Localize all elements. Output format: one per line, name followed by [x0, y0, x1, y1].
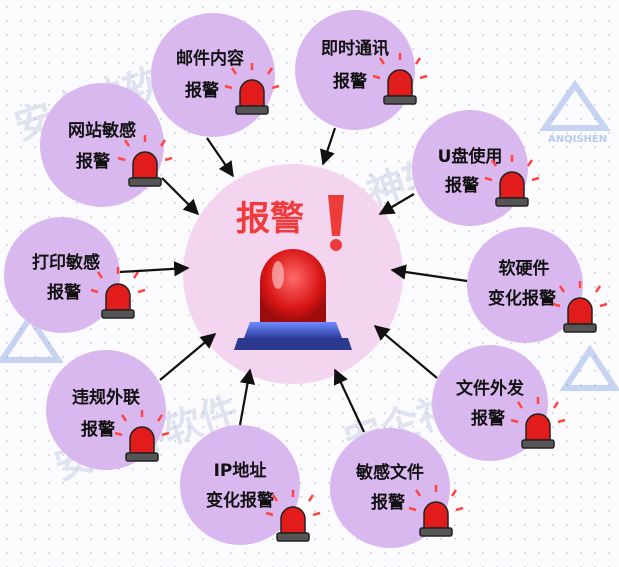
- bubble-print: [4, 217, 120, 333]
- arrow-fileout: [373, 325, 438, 379]
- arrow-hardware: [390, 264, 468, 283]
- node-print-line2: 报警: [47, 282, 81, 303]
- node-outbound-line1: 违规外联: [72, 387, 140, 408]
- node-hardware-line1: 软硬件: [499, 258, 550, 279]
- node-im-line1: 即时通讯: [321, 39, 389, 59]
- node-usb-line1: U盘使用: [438, 146, 503, 167]
- bubble-hardware: [467, 227, 583, 343]
- arrow-outbound: [159, 333, 217, 381]
- node-fileout-line1: 文件外发: [456, 378, 525, 399]
- siren-large-icon: [234, 249, 352, 350]
- node-website-line2: 报警: [76, 151, 110, 172]
- arrow-print: [119, 261, 190, 277]
- bubble-website: [40, 83, 164, 207]
- node-mail-line1: 邮件内容: [176, 48, 244, 69]
- node-print-line1: 打印敏感: [32, 252, 100, 273]
- node-sensitive-line1: 敏感文件: [355, 462, 424, 483]
- node-outbound-line2: 报警: [81, 419, 115, 440]
- node-ip-line2: 变化报警: [206, 490, 274, 511]
- node-mail-line2: 报警: [185, 80, 219, 101]
- watermark-logo-1: ANQISHEN: [539, 79, 611, 145]
- bubble-fileout: [432, 345, 548, 461]
- bubble-sensitive: [330, 428, 450, 548]
- node-fileout-line2: 报警: [471, 408, 505, 429]
- arrow-website: [161, 177, 200, 216]
- arrow-im: [320, 127, 337, 166]
- node-hardware-line2: 变化报警: [488, 288, 556, 309]
- node-sensitive-line2: 报警: [371, 492, 405, 513]
- node-im-line2: 报警: [333, 71, 367, 92]
- exclamation-icon: [328, 195, 344, 251]
- arrow-sensitive: [333, 368, 365, 433]
- watermark-en-1: ANQISHEN: [548, 134, 607, 145]
- node-website-line1: 网站敏感: [68, 120, 136, 141]
- watermark-logo-2: [0, 312, 64, 363]
- arrow-ip: [238, 368, 256, 426]
- bubble-usb: [412, 110, 528, 226]
- hub-title: 报警: [236, 199, 304, 239]
- arrow-usb: [378, 193, 415, 215]
- node-usb-line2: 报警: [445, 175, 479, 196]
- arrow-mail: [206, 137, 234, 178]
- watermark-logo-4: [559, 344, 619, 391]
- node-ip-line1: IP地址: [214, 460, 267, 481]
- bubble-mail: [151, 13, 275, 137]
